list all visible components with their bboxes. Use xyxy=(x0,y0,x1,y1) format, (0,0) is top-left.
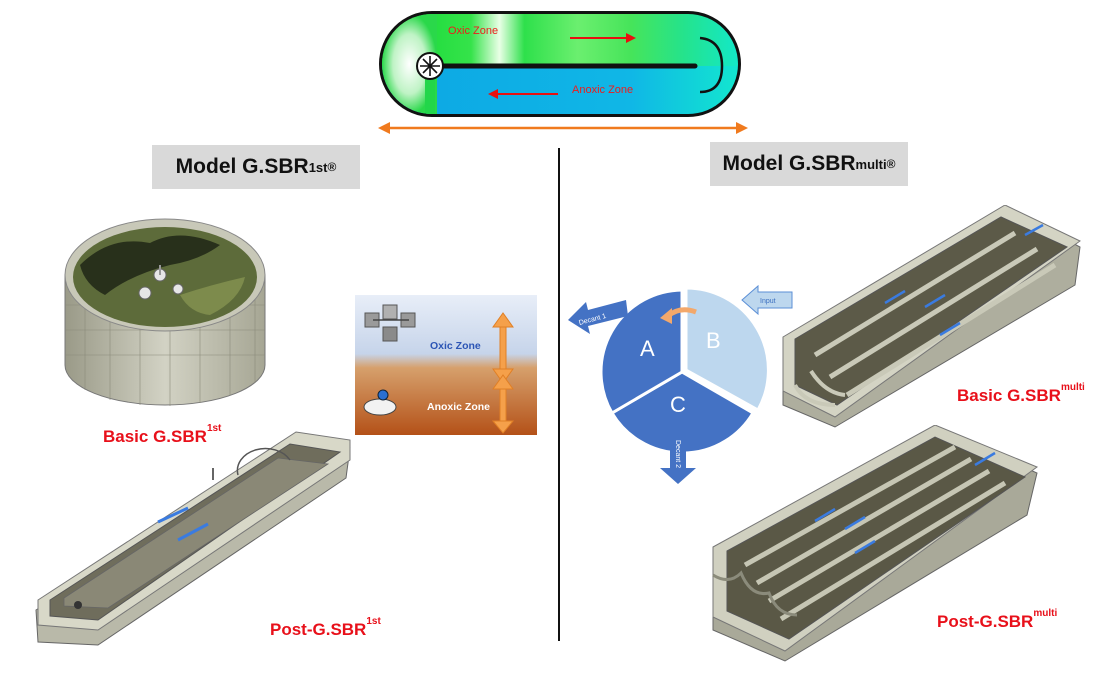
rotor-spokes xyxy=(420,56,440,76)
pie-segment-a xyxy=(599,288,684,416)
basic-multi-tank-illustration xyxy=(782,205,1081,428)
model-multi-mark: ® xyxy=(886,157,896,171)
segment-c-label: C xyxy=(670,392,686,417)
decant2-arrow: Decant 2 xyxy=(660,438,696,484)
basic-multi-text: Basic G.SBR xyxy=(957,386,1061,405)
segment-b-label: B xyxy=(706,328,721,353)
anoxic-zone-label: Anoxic Zone xyxy=(572,84,633,96)
zones-anoxic-label: Anoxic Zone xyxy=(427,401,490,413)
center-divider xyxy=(558,148,560,641)
model-1st-mark: ® xyxy=(327,160,337,174)
mixer-icon xyxy=(363,389,397,416)
model-multi-sub: multi xyxy=(855,156,887,172)
input-label: Input xyxy=(760,298,776,305)
zones-oxic-label: Oxic Zone xyxy=(430,340,481,352)
anoxic-range-arrow xyxy=(491,374,515,434)
post-1st-text: Post-G.SBR xyxy=(270,620,367,639)
flow-markers xyxy=(884,223,1044,337)
oxic-zone-label: Oxic Zone xyxy=(448,25,498,37)
decant2-label: Decant 2 xyxy=(674,440,681,468)
segment-a-label: A xyxy=(640,336,655,361)
post-multi-label: Post-G.SBRmulti xyxy=(937,608,1057,632)
aerator-icon xyxy=(138,265,184,300)
input-arrow: Input xyxy=(741,284,793,316)
race-track-diagram: Oxic Zone Anoxic Zone xyxy=(378,11,748,134)
model-multi-prefix: Model G.SBR xyxy=(722,152,856,175)
post-1st-label: Post-G.SBR1st xyxy=(270,616,381,640)
basic-multi-label: Basic G.SBRmulti xyxy=(957,382,1085,406)
aerator-cluster-icon xyxy=(364,304,416,342)
circular-tank-illustration xyxy=(64,218,266,406)
flow-marker xyxy=(157,506,189,524)
oxic-zone-area xyxy=(382,14,738,66)
basic-multi-sup: multi xyxy=(1060,382,1085,394)
basic-1st-text: Basic G.SBR xyxy=(103,427,207,446)
post-multi-text: Post-G.SBR xyxy=(937,612,1034,631)
cycle-diagram: A B C Input Decant 1 Decant 2 xyxy=(568,284,793,484)
pie-segment-b xyxy=(684,286,770,413)
basic-1st-label: Basic G.SBR1st xyxy=(103,423,221,447)
post-1st-sup: 1st xyxy=(366,616,381,628)
model-1st-prefix: Model G.SBR xyxy=(175,155,309,178)
post-multi-sup: multi xyxy=(1033,608,1058,620)
post-tank-1st-illustration xyxy=(35,431,351,646)
return-curve xyxy=(699,36,724,94)
flow-markers-post xyxy=(814,451,996,555)
zones-panel: Oxic Zone Anoxic Zone xyxy=(355,295,537,435)
model-1st-sub: 1st xyxy=(308,159,328,175)
post-multi-tank-illustration xyxy=(712,425,1039,662)
basic-1st-sup: 1st xyxy=(206,423,222,435)
